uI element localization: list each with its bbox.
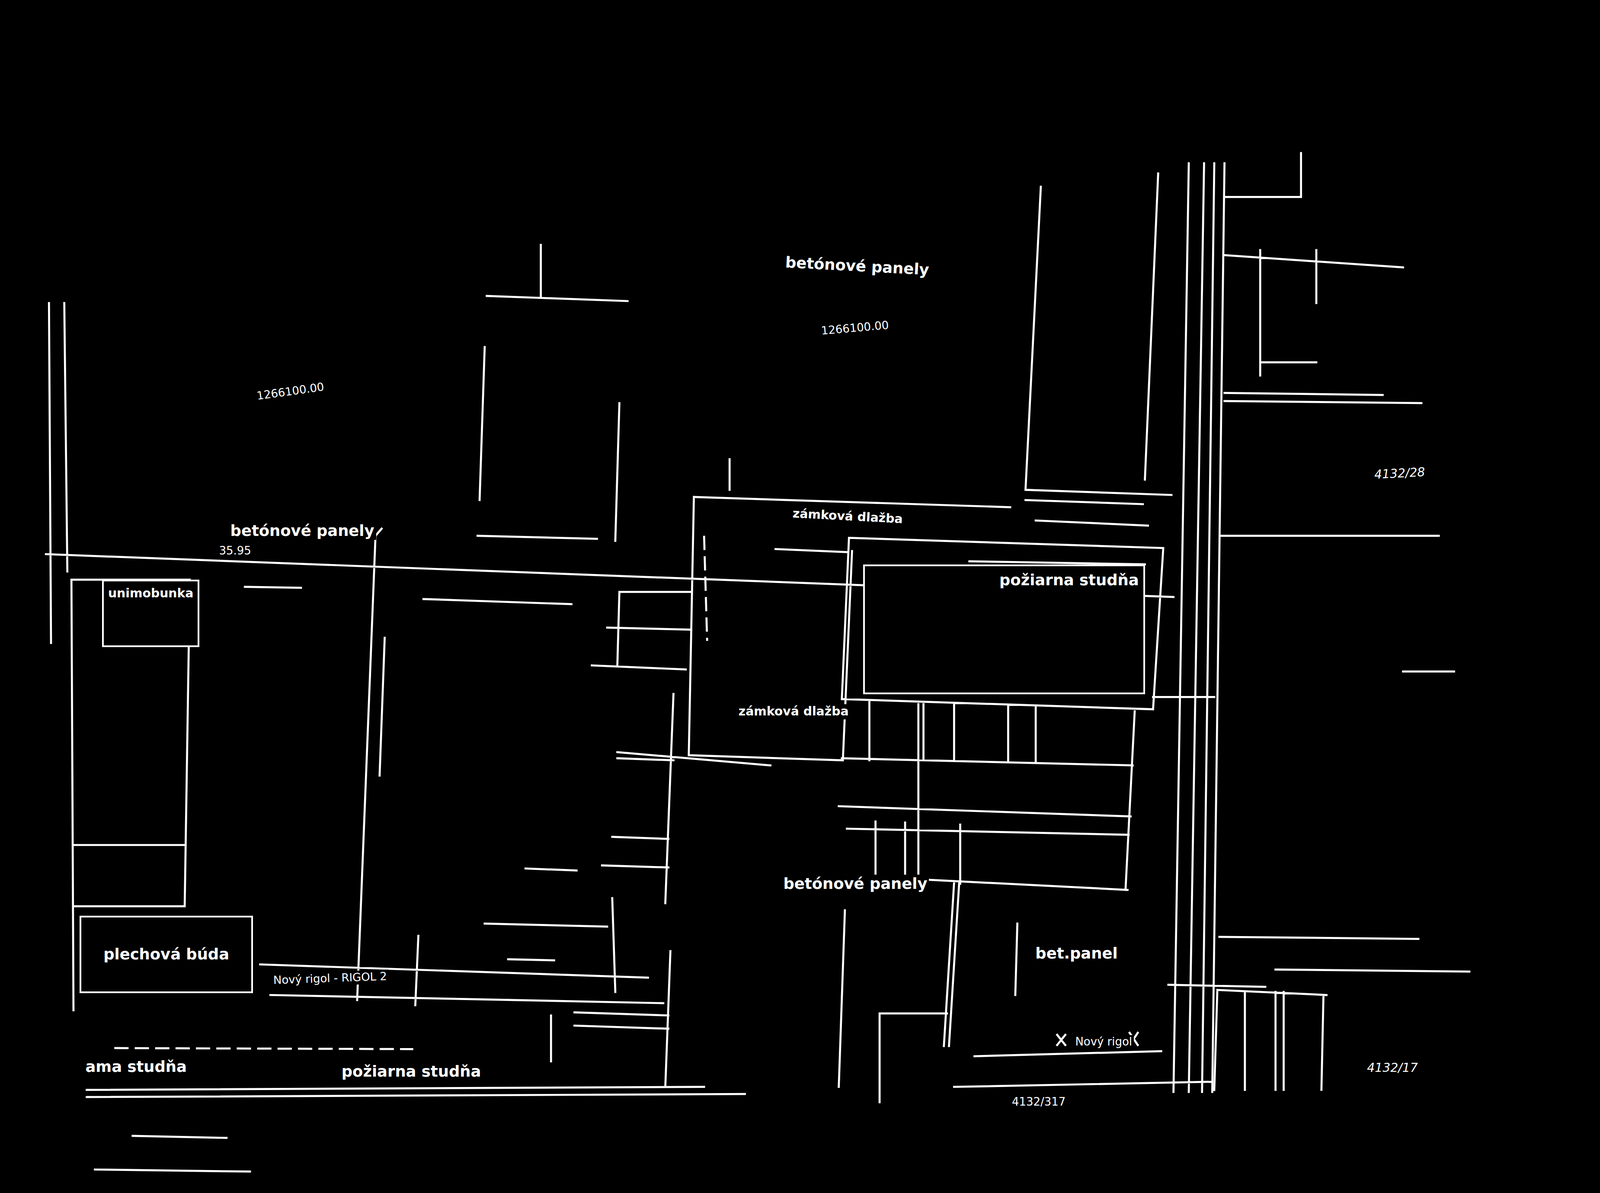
map-label: betónové panely xyxy=(781,874,930,893)
building-box: unimobunka xyxy=(102,579,200,647)
map-label: zámková dlažba xyxy=(790,505,905,527)
building-box: požiarna studňa xyxy=(863,564,1145,695)
box-label: požiarna studňa xyxy=(999,571,1140,589)
map-label: zámková dlažba xyxy=(736,704,851,720)
map-label: betónové panely xyxy=(783,252,932,279)
map-label: 4132/17 xyxy=(1365,1060,1420,1076)
box-label: plechová búda xyxy=(103,945,230,964)
plan-linework xyxy=(45,153,1470,1172)
map-label: Nový rigol xyxy=(1073,1034,1134,1049)
map-label: požiarna studňa xyxy=(339,1062,484,1081)
map-label: ama studňa xyxy=(83,1057,189,1076)
map-label: bet.panel xyxy=(1033,944,1120,963)
map-label: 4132/28 xyxy=(1372,464,1428,483)
map-label: 1266100.00 xyxy=(254,380,327,404)
map-label: 4132/317 xyxy=(1010,1094,1068,1109)
map-label: betónové panely xyxy=(228,521,377,541)
map-label: 35.95 xyxy=(217,544,253,558)
map-label: Nový rigol - RIGOL 2 xyxy=(271,969,389,988)
map-label: 1266100.00 xyxy=(818,318,891,339)
building-box: plechová búda xyxy=(79,915,253,993)
box-label: unimobunka xyxy=(108,586,194,601)
